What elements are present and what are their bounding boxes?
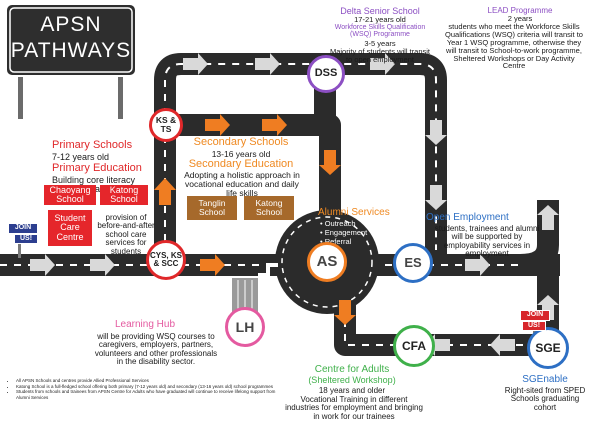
roundabout-lane — [281, 216, 373, 308]
cfa-heading: Centre for Adults — [314, 364, 390, 375]
road-top-loop — [154, 53, 447, 265]
alumni-item-outreach-label: Outreach — [324, 219, 356, 228]
alumni-heading: Alumni Services — [318, 207, 390, 218]
road-right-up — [519, 200, 559, 276]
join-sign-left: JOIN — [8, 223, 38, 234]
arrow-cys-up — [154, 178, 176, 205]
lh-ramp-lines — [237, 280, 253, 310]
lead-desc: students who meet the Workforce Skills Q… — [445, 22, 583, 71]
primary-age: 7-12 years old — [52, 152, 110, 162]
secondary-heading: Secondary Schools — [193, 136, 289, 148]
arrow-start — [30, 254, 55, 276]
footnote-2: Katong School is a full-fledged school o… — [16, 384, 286, 390]
arrow-es-right — [465, 254, 490, 276]
alumni-item-engagement-label: Engagement — [324, 228, 368, 237]
secondary-desc: Adopting a holistic approach in vocation… — [184, 170, 300, 198]
arrow-ks-right — [205, 114, 230, 136]
open-employment-desc: students, trainees and alumni will be su… — [434, 224, 540, 259]
lh-hook-arrow — [258, 263, 278, 277]
school-tanglin: Tanglin School — [187, 196, 237, 220]
node-ks-ts[interactable]: KS & TS — [149, 108, 183, 142]
primary-subheading: Primary Education — [52, 162, 142, 174]
arrow-main-right — [200, 254, 225, 276]
arrow-top-right — [370, 53, 395, 75]
node-dss[interactable]: DSS — [307, 55, 345, 93]
delta-age: 17-21 years old — [354, 15, 406, 24]
title-line-2: PATHWAYS — [10, 39, 132, 62]
cfa-age: 18 years and older — [318, 386, 386, 395]
delta-desc: Majority of students will transit to ope… — [329, 47, 431, 64]
school-katong-secondary: Katong School — [244, 196, 294, 220]
arrow-down-to-as — [319, 150, 341, 175]
school-katong-primary: Katong School — [100, 185, 148, 205]
student-care-centre: Student Care Centre — [48, 210, 92, 246]
node-lh[interactable]: LH — [225, 307, 265, 347]
alumni-item-referral: • Referral — [320, 238, 351, 246]
node-sge[interactable]: SGE — [527, 327, 569, 369]
care-desc: provision of before-and-after school car… — [97, 213, 155, 256]
footnote-3: Students from schools and trainees from … — [16, 389, 286, 400]
node-cys[interactable]: CYS, KS & SCC — [146, 240, 186, 280]
arrow-to-cfa — [334, 300, 356, 325]
delta-programme: Workforce Skills Qualification (WSQ) Pro… — [334, 24, 426, 39]
arrow-main-right-2 — [90, 254, 115, 276]
sign-post-left — [18, 74, 23, 119]
join-sign-left-sub: US! — [14, 234, 38, 244]
cfa-desc: Vocational Training in different industr… — [285, 395, 423, 421]
join-pole-left — [18, 230, 21, 258]
node-cfa[interactable]: CFA — [393, 325, 435, 367]
arrow-up-right — [537, 205, 559, 230]
join-sign-right: JOIN — [520, 310, 550, 321]
grey-arrows — [30, 53, 559, 356]
footnotes: All APSN Schools and centres provide All… — [4, 378, 286, 401]
title-sign-border — [9, 7, 133, 73]
alumni-item-engagement: • Engagement — [320, 228, 368, 237]
arrow-top-left — [183, 53, 208, 75]
title-line-1: APSN — [40, 13, 102, 36]
school-chaoyang: Chaoyang School — [44, 185, 96, 205]
title-sign-board — [5, 3, 137, 77]
arrow-top-mid — [255, 53, 280, 75]
node-es[interactable]: ES — [393, 243, 433, 283]
delta-heading: Delta Senior School — [340, 6, 420, 16]
cfa-subheading: (Sheltered Workshop) — [308, 375, 396, 385]
sign-post-right — [118, 74, 123, 119]
secondary-age: 13-16 years old — [211, 149, 271, 159]
lead-years: 2 years — [507, 14, 533, 23]
orange-arrows — [154, 114, 356, 325]
lead-heading: LEAD Programme — [487, 6, 553, 15]
learning-hub-heading: Learning Hub — [114, 319, 176, 330]
footnote-1: All APSN Schools and centres provide All… — [16, 378, 286, 384]
join-sign-right-sub: US! — [522, 321, 546, 331]
primary-heading: Primary Schools — [52, 139, 133, 151]
arrow-ks-right-2 — [262, 114, 287, 136]
alumni-item-outreach: • Outreach — [320, 219, 356, 228]
sgenable-desc: Right-sited from SPED Schools graduating… — [504, 386, 586, 412]
arrow-right-down — [425, 120, 447, 145]
node-as[interactable]: AS — [307, 242, 347, 282]
open-employment-heading: Open Employment — [426, 212, 509, 223]
arrow-bottom-left — [490, 334, 515, 356]
secondary-subheading: Secondary Education — [188, 158, 294, 170]
alumni-item-referral-label: Referral — [324, 237, 352, 246]
arrow-right-down-2 — [425, 185, 447, 210]
sgenable-heading: SGEnable — [522, 374, 568, 385]
learning-hub-desc: will be providing WSQ courses to caregiv… — [94, 332, 218, 367]
delta-duration: 3-5 years — [364, 39, 396, 48]
